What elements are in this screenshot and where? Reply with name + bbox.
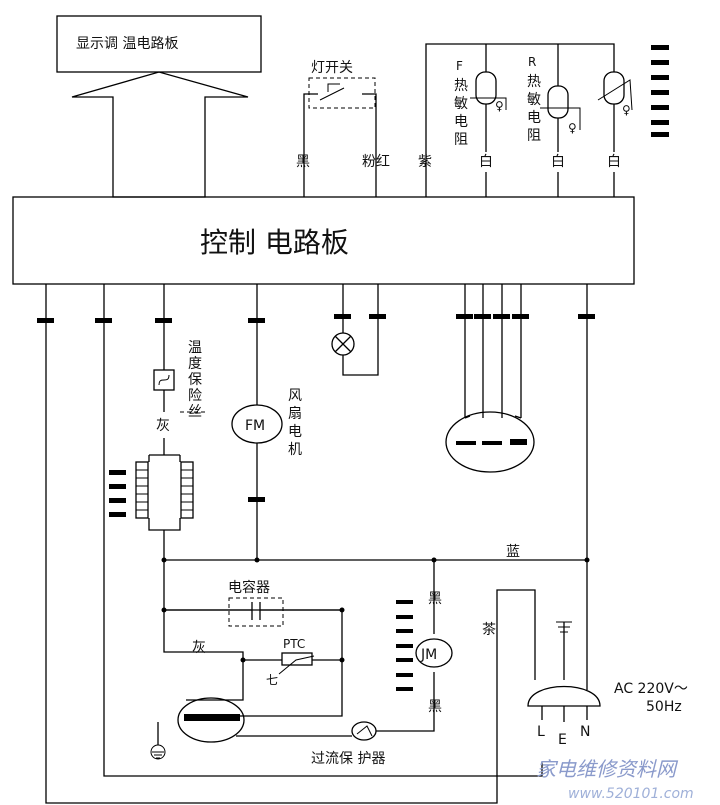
control-board-label: 控制 电路板 [200, 226, 349, 259]
wire-label-black-2: 黑 [428, 591, 442, 607]
fan-motor: FM 风 扇 电 机 [231, 388, 302, 560]
light-switch: 灯开关 [303, 60, 377, 197]
wire-label-white-2: 白 [551, 154, 565, 170]
fan-char: 机 [288, 442, 302, 458]
wire-label-brown: 茶 [482, 622, 496, 638]
jm-symbol: JM [420, 647, 437, 663]
fan-symbol: FM [245, 418, 265, 434]
svg-text:♀: ♀ [568, 121, 577, 135]
svg-text:七: 七 [266, 673, 278, 687]
overload-label: 过流保 护器 [311, 751, 385, 767]
power-label: AC 220V～ [614, 681, 688, 697]
jm-motor: JM 黑 黑 [396, 560, 453, 715]
thermistor-common-wire [425, 43, 615, 197]
third-thermistor: ♀ [597, 71, 633, 152]
wire-lamp-b [342, 284, 379, 376]
thermistor-leads [485, 172, 615, 197]
f-thermistor-char: 敏 [454, 96, 468, 112]
heater-bars-top [651, 45, 669, 137]
fan-char: 扇 [288, 406, 302, 422]
signal-arrow [71, 71, 249, 198]
plug-e: E [558, 732, 567, 748]
f-thermistor-char: 热 [454, 78, 468, 94]
watermark-url: www.520101.com [568, 786, 694, 802]
wire-label-blue: 蓝 [506, 544, 520, 560]
wire-motor-group [464, 284, 522, 418]
wire-second-left [103, 284, 543, 777]
fuse-char: 保 [188, 372, 202, 388]
fuse-char: 度 [188, 356, 202, 372]
fuse-char: 温 [188, 340, 202, 356]
r-thermistor-char: 敏 [527, 92, 541, 108]
control-board: 控制 电路板 [12, 196, 635, 285]
r-letter: R [528, 55, 536, 69]
fan-char: 风 [288, 388, 302, 404]
capacitor-label: 电容器 [228, 579, 270, 596]
ptc-label: PTC [283, 637, 305, 651]
wire-label-white-1: 白 [479, 154, 493, 170]
f-letter: F [456, 59, 463, 73]
fan-char: 电 [288, 424, 302, 440]
watermark: 家电维修资料网 [536, 757, 679, 781]
plug-n: N [580, 724, 590, 740]
plug-l: L [537, 724, 545, 740]
wire-label-pink-red: 粉红 [362, 154, 390, 170]
freq-label: 50Hz [646, 699, 682, 715]
r-thermistor-char: 电 [527, 110, 541, 126]
display-board-label: 显示调 温电路板 [76, 36, 178, 52]
wire-label-purple: 紫 [418, 154, 432, 170]
fuse-char: 险 [188, 388, 202, 404]
temperature-fuse: 温 度 保 险 丝 [153, 340, 206, 420]
damper-motor [445, 411, 535, 473]
f-thermistor-char: 阻 [454, 132, 468, 148]
wire-label-black-1: 黑 [296, 154, 310, 170]
power-plug: 茶 L E N AC 220V～ 50Hz [482, 604, 688, 748]
svg-text:♀: ♀ [495, 99, 504, 113]
wire-outer-left [45, 284, 536, 804]
wire-label-white-3: 白 [607, 154, 621, 170]
defrost-heater [109, 438, 194, 560]
f-thermistor: F 热 敏 电 阻 ♀ [454, 44, 507, 152]
r-thermistor-char: 阻 [527, 128, 541, 144]
wire-label-gray-1: 灰 [156, 418, 170, 434]
lamp [331, 332, 355, 356]
board-connectors [37, 314, 595, 323]
wire-label-gray-2: 灰 [192, 640, 206, 656]
r-thermistor-char: 热 [527, 74, 541, 90]
wire-label-black-3: 黑 [428, 699, 442, 715]
display-board: 显示调 温电路板 [56, 15, 262, 73]
f-thermistor-char: 电 [454, 114, 468, 130]
svg-text:♀: ♀ [622, 103, 631, 117]
compressor-circuit: 电容器 灰 PTC 七 过流保 护器 [150, 560, 435, 767]
light-switch-label: 灯开关 [311, 60, 353, 76]
r-thermistor: R 热 敏 电 阻 ♀ [527, 44, 581, 152]
